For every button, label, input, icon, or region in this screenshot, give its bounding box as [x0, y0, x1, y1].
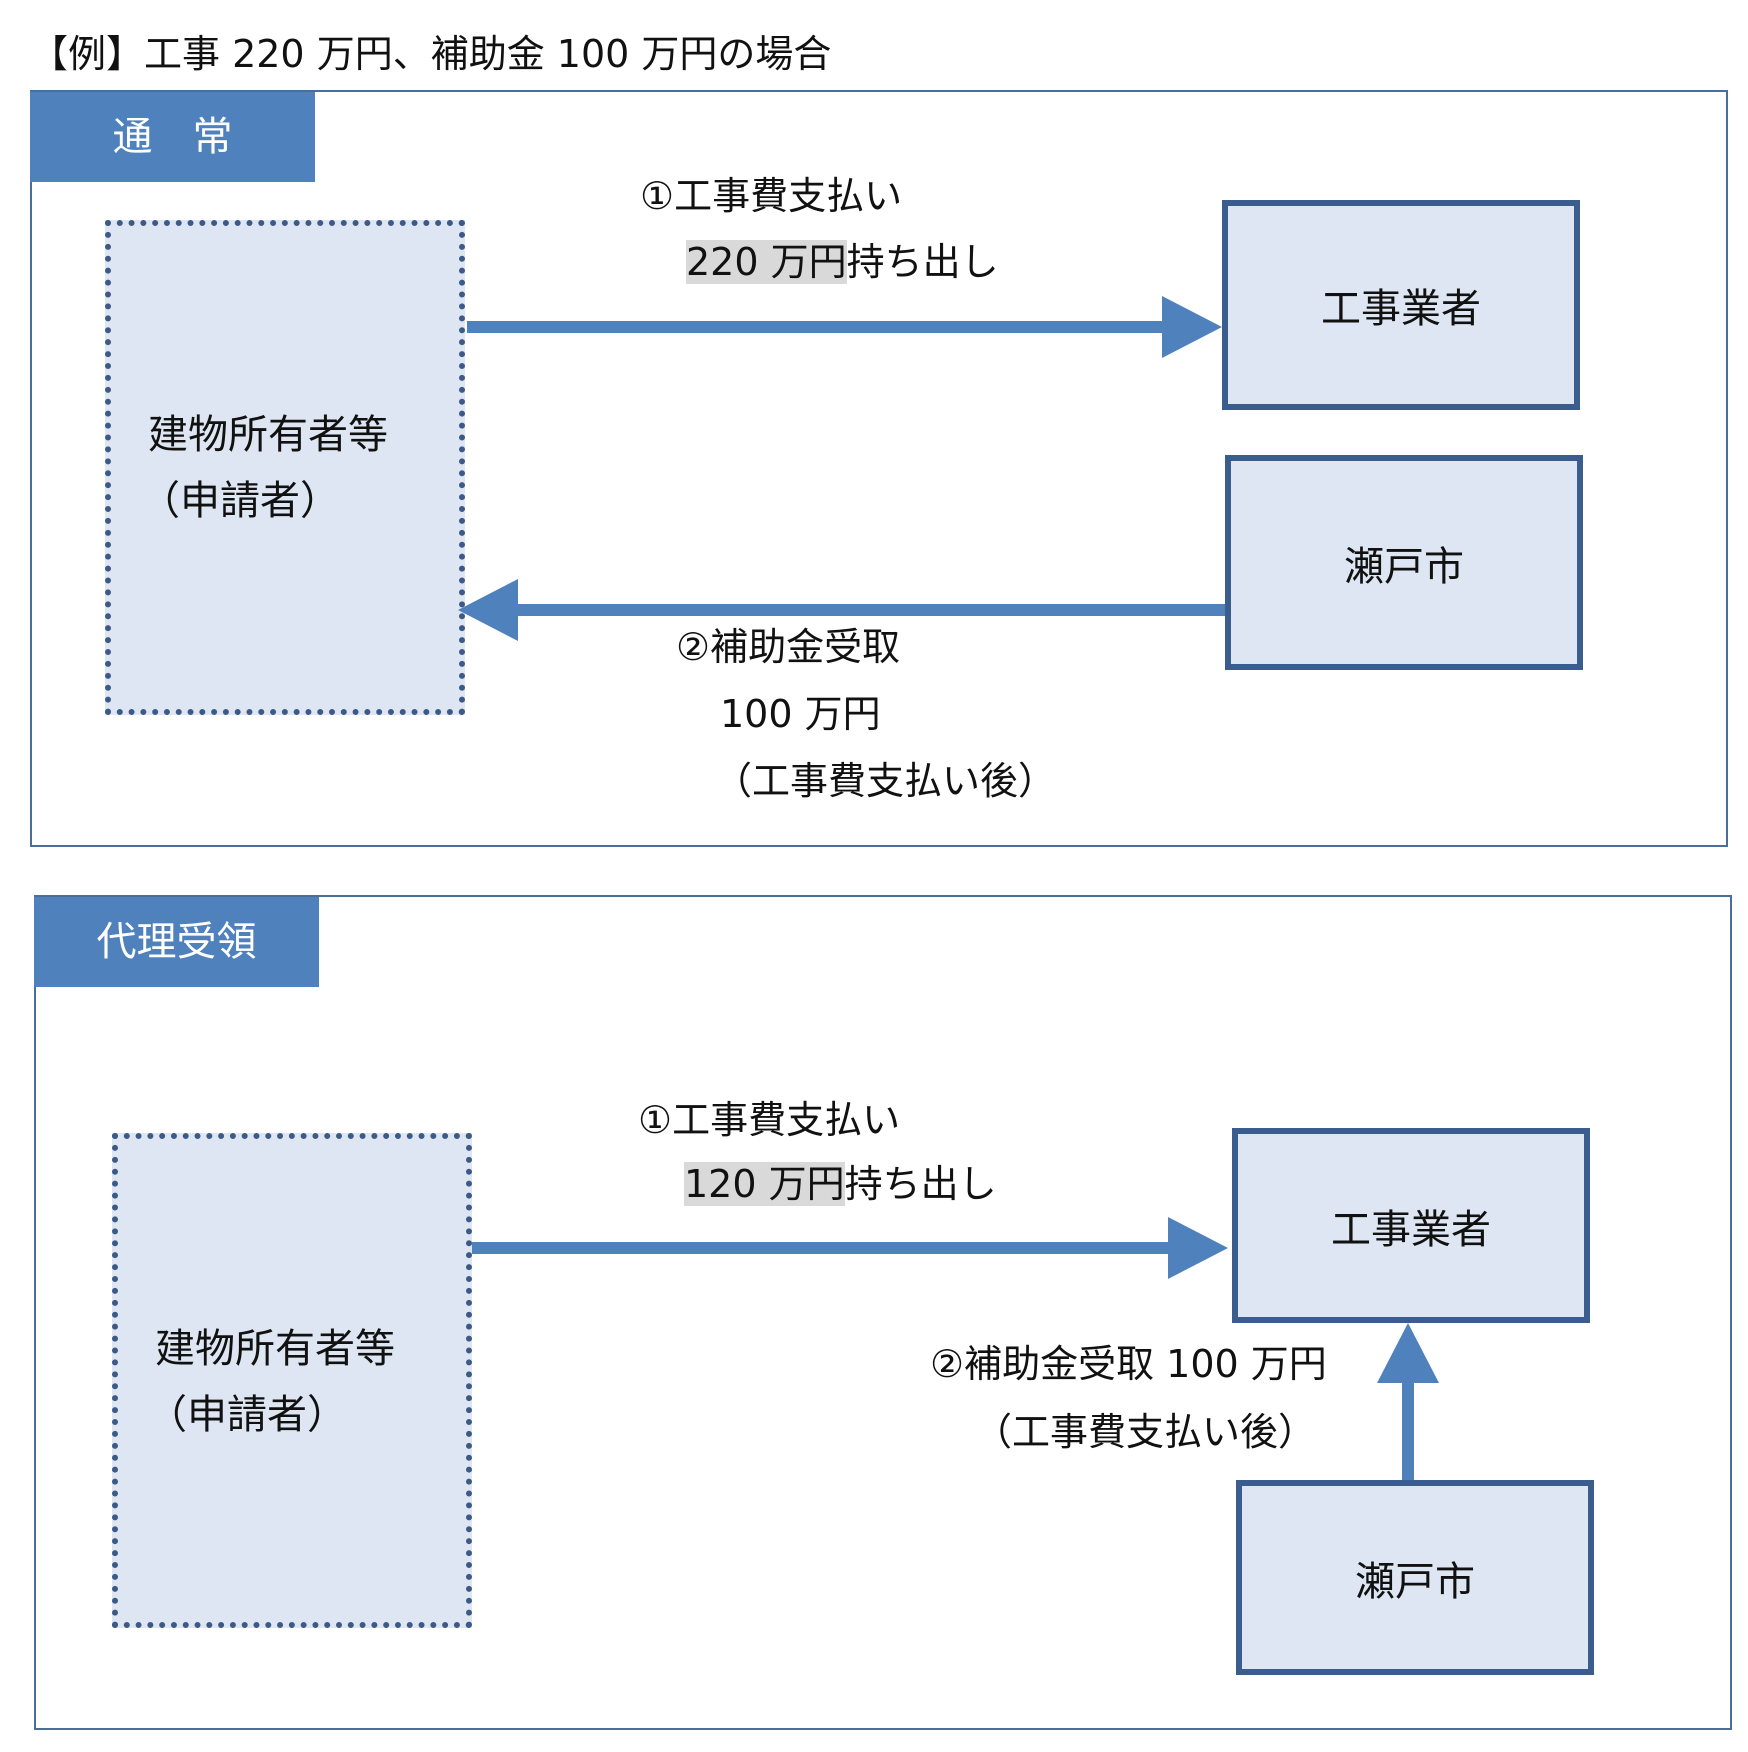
normal-city-label: 瀬戸市 — [1344, 543, 1464, 590]
normal-subsidy-title: ②補助金受取 — [676, 625, 901, 669]
proxy-owner-sublabel: （申請者） — [147, 1392, 347, 1438]
proxy-contractor-label: 工事業者 — [1331, 1206, 1491, 1253]
normal-payment-arrow-head — [1162, 296, 1222, 358]
proxy-contractor-box: 工事業者 — [1232, 1128, 1590, 1323]
normal-subsidy-arrow-head — [458, 579, 518, 641]
normal-payment-detail: 220 万円持ち出し — [686, 238, 999, 286]
normal-contractor-label: 工事業者 — [1321, 286, 1481, 332]
proxy-payment-arrow-shaft — [472, 1242, 1172, 1254]
proxy-owner-label: 建物所有者等 — [155, 1326, 395, 1372]
example-heading: 【例】工事 220 万円、補助金 100 万円の場合 — [30, 32, 832, 76]
normal-payment-amount: 220 万円 — [686, 240, 847, 284]
proxy-city-label: 瀬戸市 — [1355, 1558, 1475, 1605]
proxy-payment-suffix: 持ち出し — [844, 1162, 997, 1206]
proxy-payment-amount: 120 万円 — [684, 1162, 845, 1206]
normal-tab: 通 常 — [30, 92, 315, 182]
normal-payment-suffix: 持ち出し — [846, 240, 999, 284]
proxy-payment-arrow-head — [1168, 1217, 1228, 1279]
normal-city-box: 瀬戸市 — [1225, 455, 1583, 670]
normal-subsidy-note: （工事費支払い後） — [714, 759, 1057, 803]
normal-payment-arrow-shaft — [467, 321, 1167, 333]
proxy-tab: 代理受領 — [34, 897, 319, 987]
proxy-subsidy-arrow-head — [1377, 1323, 1439, 1383]
proxy-city-box: 瀬戸市 — [1236, 1480, 1594, 1675]
normal-owner-label: 建物所有者等 — [148, 412, 388, 458]
proxy-subsidy-title: ②補助金受取 100 万円 — [930, 1342, 1327, 1386]
proxy-subsidy-arrow-shaft — [1402, 1378, 1414, 1480]
proxy-payment-detail: 120 万円持ち出し — [684, 1160, 997, 1208]
normal-subsidy-arrow-shaft — [515, 604, 1225, 616]
normal-owner-sublabel: （申請者） — [140, 478, 340, 524]
normal-contractor-box: 工事業者 — [1222, 200, 1580, 410]
proxy-payment-title: ①工事費支払い — [638, 1098, 901, 1142]
proxy-subsidy-note: （工事費支払い後） — [974, 1410, 1317, 1454]
normal-subsidy-amount: 100 万円 — [720, 692, 881, 736]
normal-payment-title: ①工事費支払い — [640, 174, 903, 218]
proxy-owner-box — [112, 1133, 472, 1628]
normal-owner-box — [105, 220, 465, 715]
